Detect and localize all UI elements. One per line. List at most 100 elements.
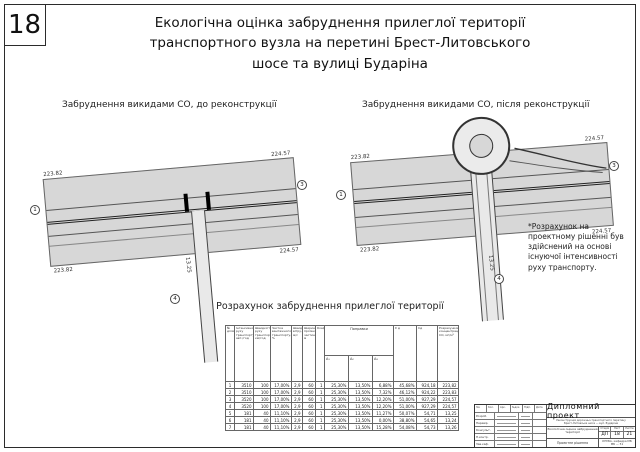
table-cell: 7,32% [371, 388, 395, 396]
project-name-line: Брест-Литовське шосе — вул. Бударіна [563, 422, 619, 425]
table-cell: 7 [225, 423, 235, 431]
stamp-sign-row: Зав.каф. [475, 441, 546, 447]
stamp-grid-header-cell: Зм. [475, 405, 487, 412]
table-cell: 181 [234, 416, 254, 424]
col-header: Коеф. [315, 325, 325, 382]
table-cell: 12,20% [371, 402, 395, 410]
project-name-line: Реконструкція дорожньо-транспортного пер… [556, 418, 626, 422]
sheet-subject: Екологічна оцінка забруднення території [547, 426, 599, 438]
page-title-line: шосе та вулиці Бударіна [252, 55, 428, 72]
sign-date [533, 420, 546, 426]
sign-name [495, 434, 519, 440]
table-cell: 2,9 [291, 409, 303, 417]
point-marker-1: 1 [336, 190, 346, 200]
table-cell: 100 [253, 381, 271, 389]
sheet-number: 18 [7, 9, 42, 40]
table-cell: 13,50% [348, 388, 373, 396]
content-label: Проектне рішення [547, 438, 599, 447]
road-width-label: 13.25 [183, 256, 192, 274]
table-cell: 13,25 [437, 409, 460, 417]
table-cell: 13,50% [348, 381, 373, 389]
sheet-value: 18 [611, 431, 624, 438]
sign-signature [519, 420, 533, 426]
stamp-grid-header-cell: Арк. [499, 405, 511, 412]
sheet-label: Лист [611, 426, 624, 431]
table-cell: 54,71 [416, 409, 439, 417]
table-cell: 13,24 [437, 416, 460, 424]
road-edge-line [46, 188, 296, 211]
organization-line: МБ — 51 [610, 442, 624, 447]
col-header: Частка вантажного транспорту, % [270, 325, 292, 382]
sign-signature [519, 434, 533, 440]
before-territory-band: 223.82 224.57 224.57 223.82 [42, 150, 302, 363]
table-cell: 2,9 [291, 388, 303, 396]
table-cell: 60 [302, 395, 316, 403]
elevation-label: 223.82 [43, 170, 63, 179]
stamp-sign-row: Н.контр. [475, 434, 546, 441]
point-marker-4: 4 [494, 274, 504, 284]
table-cell: 45,68% [393, 381, 418, 389]
left-diagram-caption: Забруднення викидами СО, до реконструкці… [62, 100, 277, 110]
table-title: Розрахунок забруднення прилеглої територ… [216, 301, 444, 312]
col-header: Σ д [393, 325, 418, 382]
col-header: Розрахункова концентрація CO, мг/м³ [437, 325, 460, 382]
table-cell: 3510 [234, 381, 254, 389]
loop-ramp-island [468, 133, 495, 159]
sign-role: Н.контр. [475, 434, 495, 440]
table-cell: 924,18 [416, 381, 439, 389]
organization-line: КНУБА, кафедра МБ [602, 438, 632, 443]
table-cell: 13,50% [348, 409, 373, 417]
point-marker-3: 3 [297, 180, 307, 190]
table-cell: 4 [225, 402, 235, 410]
table-cell: 17,00% [270, 388, 292, 396]
col-header: № ділянки [225, 325, 235, 382]
table-cell: 25,30% [324, 388, 349, 396]
stage-label: Стадія [599, 426, 612, 431]
sign-name [495, 413, 519, 419]
table-cell: 1 [225, 381, 235, 389]
stamp-grid-header-cell: №док. [511, 405, 523, 412]
table-cell: 13,50% [348, 395, 373, 403]
table-cell: 51,00% [393, 402, 418, 410]
table-cell: 6,88% [371, 381, 395, 389]
table-cell: 60 [302, 402, 316, 410]
table-cell: 224,57 [437, 402, 460, 410]
col-header: Швидкість вітру, м/с [291, 325, 303, 382]
col-header: Інтенсивність руху транспорту, авт./год [234, 325, 254, 382]
elevation-label: 224.57 [279, 247, 300, 255]
sign-name [495, 420, 519, 426]
table-cell: 224,57 [437, 395, 460, 403]
table-cell: 60 [302, 423, 316, 431]
table-cell: 51,00% [393, 395, 418, 403]
point-marker-3: 3 [609, 161, 619, 171]
stage-value: ДП [599, 431, 612, 438]
page-title-line: Екологічна оцінка забруднення прилеглої … [154, 15, 526, 31]
road-median-line [47, 200, 297, 225]
sheets-label: Листів [625, 426, 634, 430]
organization: КНУБА, кафедра МБ МБ — 51 [599, 439, 635, 447]
sign-date [533, 441, 546, 447]
sub-header: А₃ [371, 355, 395, 382]
table-cell: 100 [253, 395, 271, 403]
table-cell: 2,9 [291, 381, 303, 389]
table-cell: 100 [253, 402, 271, 410]
road-shoulder-line [49, 224, 299, 247]
title-block-signatures: Зм.Кол.Арк.№док.Підп.Дата Розроб.Перевір… [475, 405, 547, 447]
table-cell: 11,27% [371, 409, 395, 417]
table-cell: 17,00% [270, 402, 292, 410]
stamp-grid-header-cell: Дата [536, 406, 543, 409]
sign-role: Перевір. [475, 420, 495, 426]
stop-bar [183, 193, 190, 212]
table-cell: 15,28% [371, 423, 395, 431]
point-marker-4: 4 [170, 294, 180, 304]
point-marker-1: 1 [30, 205, 40, 215]
stage-grid: Стадія Лист Листів ДП 18 21 [599, 426, 635, 438]
table-cell: 2,9 [291, 423, 303, 431]
